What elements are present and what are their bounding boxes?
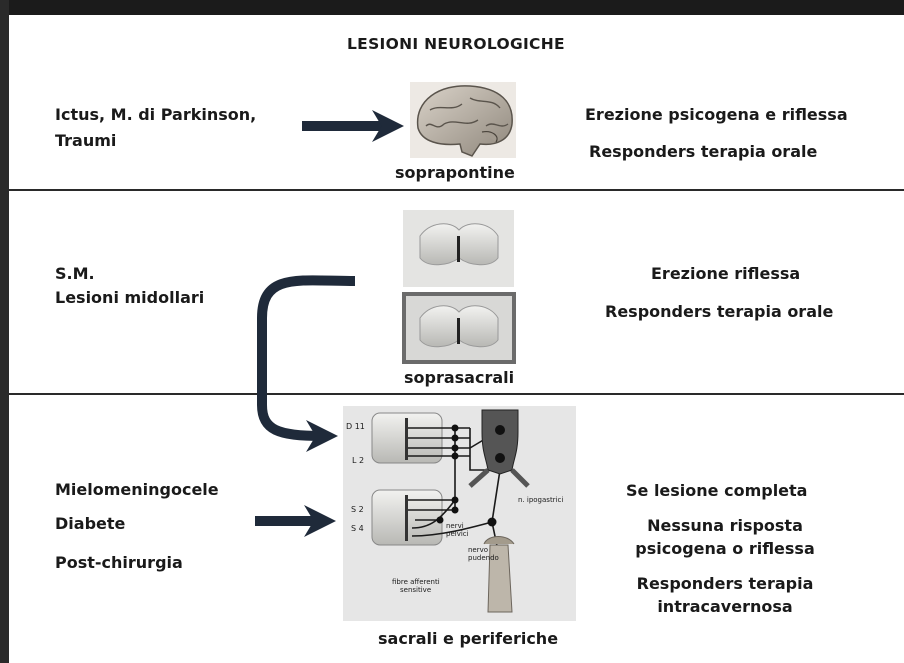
row2-cause-2: Lesioni midollari bbox=[55, 288, 205, 307]
brain-image bbox=[410, 82, 516, 158]
row3-effect-3: psicogena o riflessa bbox=[635, 539, 815, 558]
row3-effect-1: Se lesione completa bbox=[626, 481, 808, 500]
row1-cause-2: Traumi bbox=[55, 131, 117, 150]
row3-cause-2: Diabete bbox=[55, 514, 126, 533]
spinal-cord-image-lower bbox=[402, 292, 516, 364]
sacral-diagram bbox=[343, 406, 576, 621]
label-pelvici-1: nervi bbox=[446, 522, 464, 530]
row1-level-label: soprapontine bbox=[395, 163, 515, 182]
row3-effect-4: Responders terapia bbox=[636, 574, 814, 593]
label-l2: L 2 bbox=[352, 456, 365, 465]
top-border bbox=[0, 0, 904, 15]
label-pelvici-2: pelvici bbox=[446, 530, 469, 538]
left-border bbox=[0, 0, 9, 663]
row3-cause-3: Post-chirurgia bbox=[55, 553, 183, 572]
label-ipogastrici: n. ipogastrici bbox=[518, 496, 564, 504]
label-afferenti-2: sensitive bbox=[400, 586, 432, 594]
arrow-curved bbox=[257, 275, 356, 452]
row1-effect-2: Responders terapia orale bbox=[589, 142, 818, 161]
slide-title: LESIONI NEUROLOGICHE bbox=[347, 35, 565, 53]
label-pudendo-2: pudendo bbox=[468, 554, 499, 562]
row-divider-2 bbox=[9, 393, 904, 395]
label-d11: D 11 bbox=[346, 422, 365, 431]
label-pudendo-1: nervo bbox=[468, 546, 489, 554]
label-s2: S 2 bbox=[351, 505, 364, 514]
label-s4: S 4 bbox=[351, 524, 364, 533]
row3-effect-5: intracavernosa bbox=[657, 597, 793, 616]
row1-cause-1: Ictus, M. di Parkinson, bbox=[55, 105, 257, 124]
label-afferenti-1: fibre afferenti bbox=[392, 578, 440, 586]
row2-effect-1: Erezione riflessa bbox=[651, 264, 801, 283]
row1-effect-1: Erezione psicogena e riflessa bbox=[585, 105, 848, 124]
row3-cause-1: Mielomeningocele bbox=[55, 480, 219, 499]
row2-cause-1: S.M. bbox=[55, 264, 95, 283]
row-divider-1 bbox=[9, 189, 904, 191]
spinal-cord-image-upper bbox=[403, 210, 514, 287]
row3-effect-2: Nessuna risposta bbox=[647, 516, 803, 535]
row2-effect-2: Responders terapia orale bbox=[605, 302, 834, 321]
row2-level-label: soprasacrali bbox=[404, 368, 515, 387]
row3-level-label: sacrali e periferiche bbox=[378, 629, 559, 648]
